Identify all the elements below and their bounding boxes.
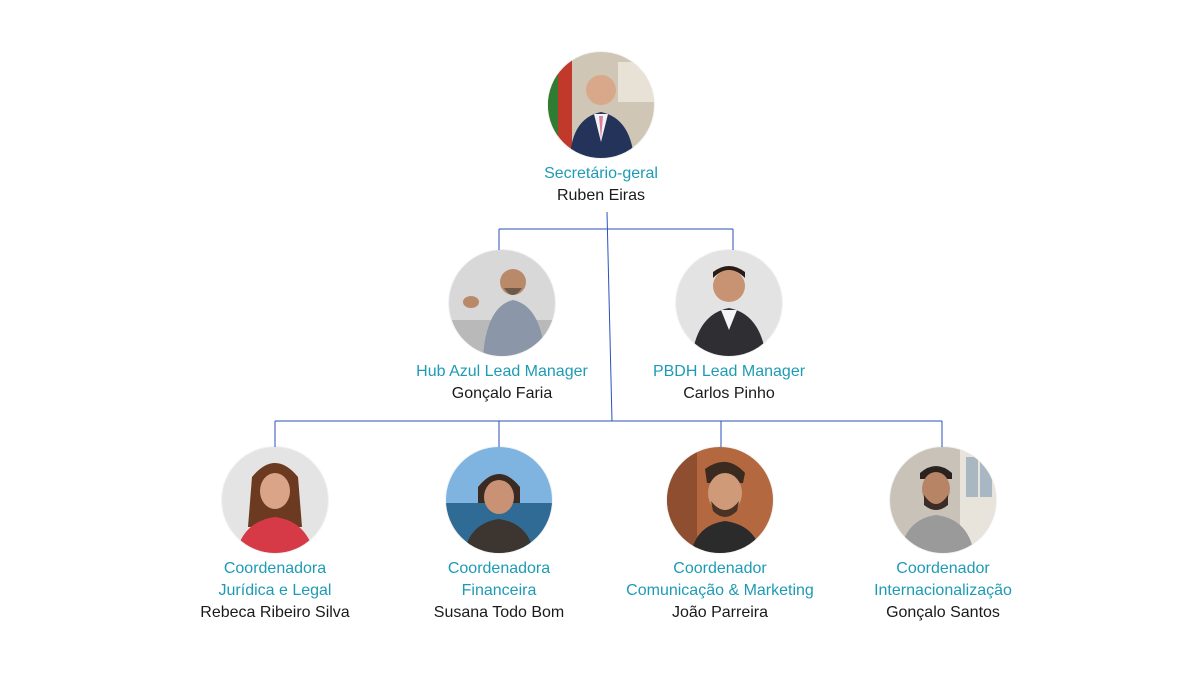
woman-red-top-photo <box>222 447 328 553</box>
avatar <box>890 447 996 553</box>
avatar <box>222 447 328 553</box>
node-comunicacao-marketing: Coordenador Comunicação & Marketing João… <box>600 447 840 624</box>
man-by-window-photo <box>890 447 996 553</box>
avatar <box>548 52 654 158</box>
smiling-man-in-blazer-photo <box>676 250 782 356</box>
avatar <box>676 250 782 356</box>
role-label-line1: Coordenador <box>896 560 990 577</box>
node-juridica-legal: Coordenadora Jurídica e Legal Rebeca Rib… <box>155 447 395 624</box>
person-name: Rebeca Ribeiro Silva <box>200 604 350 621</box>
role-label: Hub Azul Lead Manager <box>416 363 588 380</box>
woman-by-sea-photo <box>446 447 552 553</box>
smiling-bearded-man-photo <box>667 447 773 553</box>
person-name: Gonçalo Santos <box>886 604 1000 621</box>
node-pbdh-lead: PBDH Lead Manager Carlos Pinho <box>609 250 849 405</box>
role-label-line1: Coordenadora <box>223 560 327 577</box>
role-label: PBDH Lead Manager <box>652 363 806 380</box>
person-name: Gonçalo Faria <box>451 385 553 402</box>
role-label-line2: Internacionalização <box>874 582 1012 599</box>
avatar <box>449 250 555 356</box>
connector-trunk <box>606 211 613 422</box>
person-name: Ruben Eiras <box>556 187 646 204</box>
role-label-line2: Financeira <box>461 582 537 599</box>
person-name: Carlos Pinho <box>683 385 775 402</box>
role-label-line2: Comunicação & Marketing <box>626 582 814 599</box>
node-financeira: Coordenadora Financeira Susana Todo Bom <box>379 447 619 624</box>
man-in-suit-with-flag-photo <box>548 52 654 158</box>
person-name: Susana Todo Bom <box>433 604 565 621</box>
avatar <box>446 447 552 553</box>
bearded-man-gesturing-photo <box>449 250 555 356</box>
role-label: Secretário-geral <box>544 165 658 182</box>
role-label-line1: Coordenador <box>673 560 767 577</box>
node-secretary-general: Secretário-geral Ruben Eiras <box>481 52 721 207</box>
role-label-line2: Jurídica e Legal <box>218 582 332 599</box>
node-internacionalizacao: Coordenador Internacionalização Gonçalo … <box>823 447 1063 624</box>
role-label-line1: Coordenadora <box>447 560 551 577</box>
node-hub-azul-lead: Hub Azul Lead Manager Gonçalo Faria <box>382 250 622 405</box>
avatar <box>667 447 773 553</box>
person-name: João Parreira <box>671 604 769 621</box>
